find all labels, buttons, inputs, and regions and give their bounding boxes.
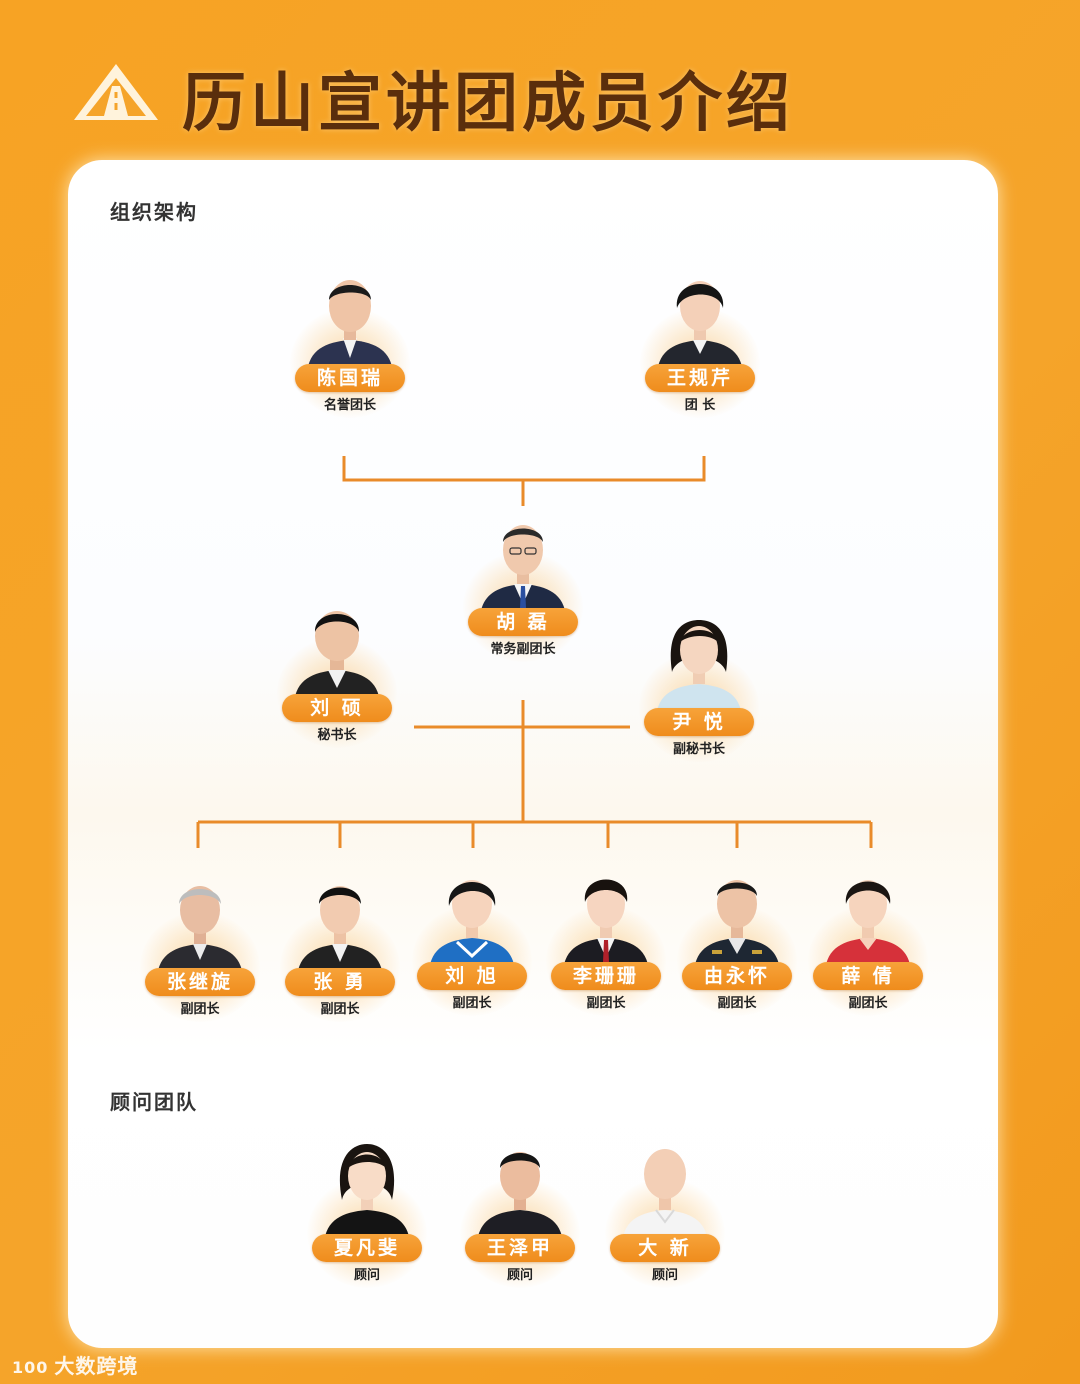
member-name: 李珊珊 xyxy=(551,962,661,990)
member-name: 张继旋 xyxy=(145,968,255,996)
member-card-vice-head: 张继旋 副团长 xyxy=(135,872,265,1022)
portrait-photo-icon xyxy=(480,525,566,617)
member-card-vice-head: 薛 倩 副团长 xyxy=(803,866,933,1016)
member-name: 尹 悦 xyxy=(644,708,754,736)
member-card-deputy-secretary-general: 尹 悦 副秘书长 xyxy=(634,612,764,762)
member-card-head: 王规芹 团 长 xyxy=(635,268,765,418)
portrait-photo-icon xyxy=(825,880,911,971)
portrait-photo-icon xyxy=(324,1144,410,1243)
member-name: 陈国瑞 xyxy=(295,364,405,392)
member-role: 顾问 xyxy=(506,1268,533,1283)
member-role: 顾问 xyxy=(353,1268,380,1283)
member-role: 副团长 xyxy=(320,1002,360,1017)
member-name: 王规芹 xyxy=(645,364,755,392)
portrait-photo-icon xyxy=(622,1149,708,1243)
portrait-photo-icon xyxy=(297,886,383,977)
watermark-text: 大数跨境 xyxy=(54,1354,139,1378)
portrait-photo-icon xyxy=(157,886,243,977)
member-role: 名誉团长 xyxy=(323,398,376,413)
portrait-photo-icon xyxy=(294,611,380,703)
member-role: 团 长 xyxy=(684,398,716,413)
member-name: 大 新 xyxy=(610,1234,720,1262)
mountain-road-logo-icon xyxy=(74,64,158,120)
member-card-secretary-general: 刘 硕 秘书长 xyxy=(272,598,402,748)
content-card xyxy=(68,160,998,1348)
page-title: 历山宣讲团成员介绍 xyxy=(182,67,794,141)
member-name: 张 勇 xyxy=(285,968,395,996)
member-name: 胡 磊 xyxy=(468,608,578,636)
member-card-advisor: 大 新 顾问 xyxy=(600,1138,730,1288)
member-name: 夏凡斐 xyxy=(312,1234,422,1262)
page-header: 历山宣讲团成员介绍 xyxy=(72,50,972,141)
member-role: 副团长 xyxy=(717,996,757,1011)
member-name: 薛 倩 xyxy=(813,962,923,990)
member-name: 由永怀 xyxy=(682,962,792,990)
member-name: 王泽甲 xyxy=(465,1234,575,1262)
watermark-logo-icon: 100 xyxy=(12,1358,49,1377)
member-card-vice-head: 张 勇 副团长 xyxy=(275,872,405,1022)
portrait-photo-icon xyxy=(694,880,780,971)
member-card-vice-head: 刘 旭 副团长 xyxy=(407,866,537,1016)
member-role: 副团长 xyxy=(180,1002,220,1017)
section-org-structure: 组织架构 xyxy=(110,200,198,224)
portrait-photo-icon xyxy=(429,880,515,971)
member-card-vice-head: 李珊珊 副团长 xyxy=(541,866,671,1016)
member-card-honorary-head: 陈国瑞 名誉团长 xyxy=(285,268,415,418)
section-advisor-team: 顾问团队 xyxy=(110,1090,198,1114)
portrait-photo-icon xyxy=(656,620,742,717)
portrait-photo-icon xyxy=(563,879,649,971)
portrait-photo-icon xyxy=(477,1152,563,1243)
member-card-advisor: 夏凡斐 顾问 xyxy=(302,1138,432,1288)
member-role: 常务副团长 xyxy=(490,642,556,657)
member-role: 副秘书长 xyxy=(672,742,725,757)
member-card-vice-head: 由永怀 副团长 xyxy=(672,866,802,1016)
watermark: 100 大数跨境 xyxy=(12,1350,138,1379)
member-card-advisor: 王泽甲 顾问 xyxy=(455,1138,585,1288)
member-role: 顾问 xyxy=(651,1268,678,1283)
portrait-photo-icon xyxy=(657,281,743,373)
member-card-executive-vice-head: 胡 磊 常务副团长 xyxy=(458,512,588,662)
member-role: 副团长 xyxy=(848,996,888,1011)
member-role: 副团长 xyxy=(586,996,626,1011)
member-name: 刘 旭 xyxy=(417,962,527,990)
member-name: 刘 硕 xyxy=(282,694,392,722)
member-role: 秘书长 xyxy=(317,728,357,743)
member-role: 副团长 xyxy=(452,996,492,1011)
portrait-photo-icon xyxy=(307,280,393,373)
